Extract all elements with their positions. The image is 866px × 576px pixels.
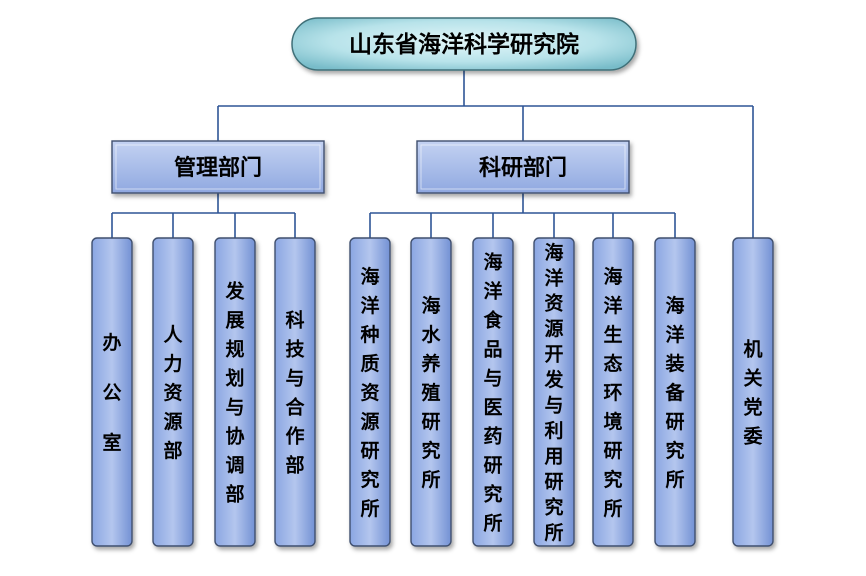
- unit-0-2-label: 发展规划与协调部: [224, 279, 245, 505]
- connectors: [111, 70, 754, 238]
- unit-1-1: 海水养殖研究所: [410, 237, 452, 547]
- unit-1-4: 海洋生态环境研究所: [592, 237, 634, 547]
- unit-0-0-label: 办公室: [102, 331, 121, 454]
- unit-1-4-box: [592, 237, 634, 547]
- unit-0-0: 办公室: [91, 237, 133, 547]
- unit-1-2-label: 海洋食品与医药研究所: [483, 250, 503, 534]
- unit-1-3-label: 海洋资源开发与利用研究所: [543, 241, 564, 544]
- group-node-label: 管理部门: [174, 155, 262, 181]
- unit-1-1-label: 海水养殖研究所: [420, 294, 441, 491]
- group-node-label: 科研部门: [479, 155, 567, 181]
- unit-1-2-box: [472, 237, 514, 547]
- root-node-box: [291, 17, 637, 71]
- group-node-bevel: [420, 144, 626, 190]
- unit-1-5-box: [654, 237, 696, 547]
- unit-0-3-box: [274, 237, 316, 547]
- unit-1-0: 海洋种质资源研究所: [349, 237, 391, 547]
- unit-0-2-box: [214, 237, 256, 547]
- standalone-unit-0: 机关党委: [732, 237, 774, 547]
- unit-1-4-label: 海洋生态环境研究所: [603, 265, 622, 520]
- group-node-box: [416, 140, 630, 194]
- unit-1-0-box: [349, 237, 391, 547]
- root-node: 山东省海洋科学研究院: [291, 17, 637, 71]
- root-node-label: 山东省海洋科学研究院: [349, 31, 579, 58]
- group-node-bevel: [115, 144, 321, 190]
- unit-0-3: 科技与合作部: [274, 237, 316, 547]
- unit-0-1-box: [152, 237, 194, 547]
- unit-1-1-box: [410, 237, 452, 547]
- unit-0-3-label: 科技与合作部: [285, 308, 305, 476]
- group-node-1: 科研部门: [416, 140, 630, 194]
- unit-1-0-label: 海洋种质资源研究所: [359, 265, 379, 520]
- unit-1-5: 海洋装备研究所: [654, 237, 696, 547]
- group-node-box: [111, 140, 325, 194]
- standalone-unit-0-box: [732, 237, 774, 547]
- unit-1-3-box: [533, 237, 575, 547]
- unit-1-2: 海洋食品与医药研究所: [472, 237, 514, 547]
- standalone-unit-0-label: 机关党委: [742, 338, 762, 447]
- group-node-0: 管理部门: [111, 140, 325, 194]
- unit-0-1-label: 人力资源部: [163, 324, 183, 462]
- unit-1-3: 海洋资源开发与利用研究所: [533, 237, 575, 547]
- unit-0-0-box: [91, 237, 133, 547]
- unit-1-5-label: 海洋装备研究所: [664, 294, 685, 491]
- unit-0-1: 人力资源部: [152, 237, 194, 547]
- unit-0-2: 发展规划与协调部: [214, 237, 256, 547]
